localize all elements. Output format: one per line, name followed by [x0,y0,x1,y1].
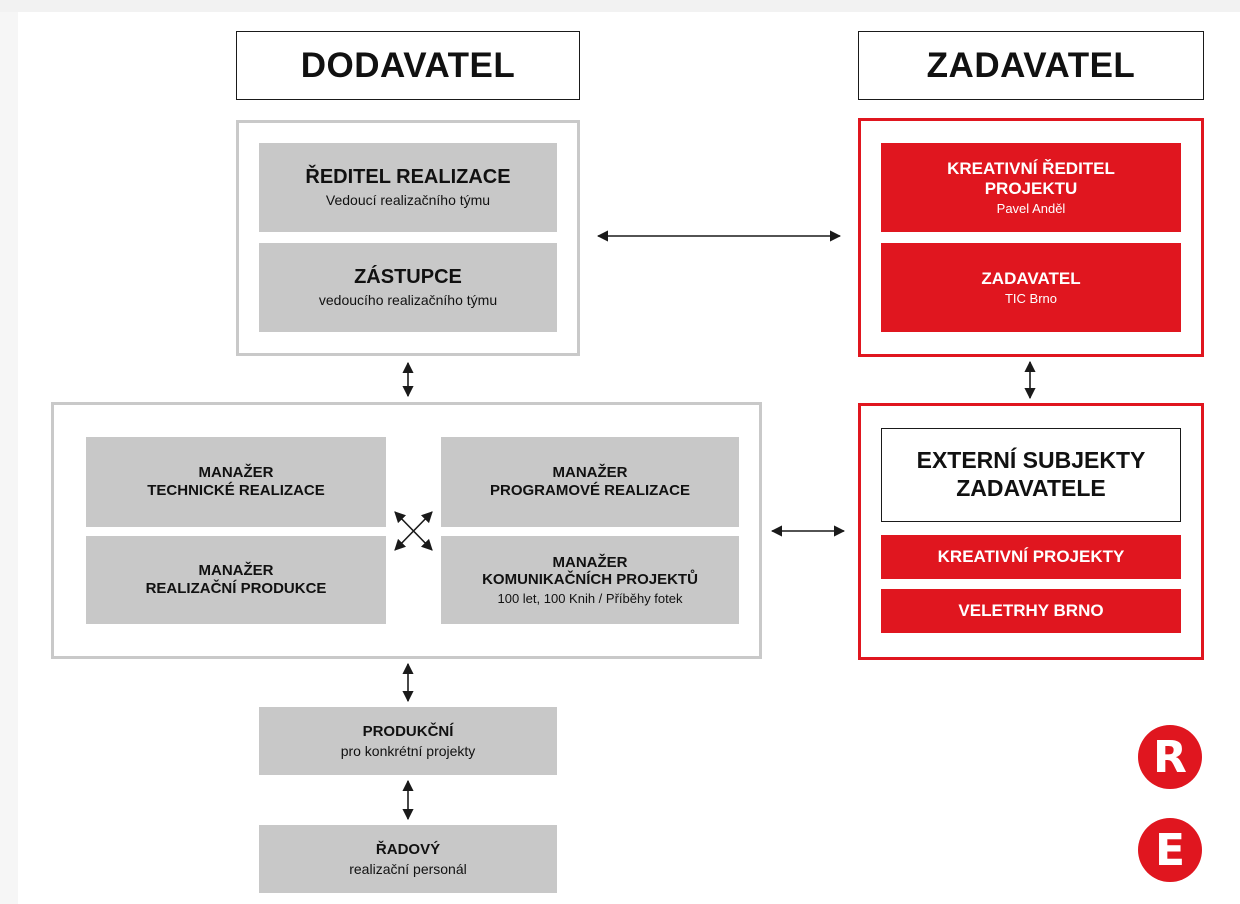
logo-r: R [1138,725,1202,789]
header-supplier: DODAVATEL [236,31,580,100]
creative-director-box: KREATIVNÍ ŘEDITEL PROJEKTU Pavel Anděl [881,143,1181,232]
creative-director-line2: PROJEKTU [984,178,1078,198]
manager-communication-line1: MANAŽER [552,553,628,571]
header-client-label: ZADAVATEL [926,45,1136,85]
logo-r-letter: R [1153,731,1187,783]
producer-subtitle: pro konkrétní projekty [340,742,476,759]
manager-technical-line2: TECHNICKÉ REALIZACE [147,482,325,499]
deputy-box: ZÁSTUPCE vedoucího realizačního týmu [259,243,557,332]
manager-program-box: MANAŽER PROGRAMOVÉ REALIZACE [441,437,739,527]
manager-production-line2: REALIZAČNÍ PRODUKCE [145,580,327,597]
creative-projects-box: KREATIVNÍ PROJEKTY [881,535,1181,579]
client-title: ZADAVATEL [981,268,1081,288]
left-strip [0,12,18,904]
logo-e-letter: E [1154,824,1186,876]
trade-fairs-label: VELETRHY BRNO [958,600,1104,620]
manager-communication-box: MANAŽER KOMUNIKAČNÍCH PROJEKTŮ 100 let, … [441,536,739,624]
staff-title: ŘADOVÝ [375,840,441,858]
client-subtitle: TIC Brno [1004,290,1057,306]
director-box: ŘEDITEL REALIZACE Vedoucí realizačního t… [259,143,557,232]
staff-subtitle: realizační personál [349,860,467,877]
manager-communication-line2: KOMUNIKAČNÍCH PROJEKTŮ [482,571,698,589]
creative-projects-label: KREATIVNÍ PROJEKTY [937,546,1125,566]
external-subjects-box: EXTERNÍ SUBJEKTY ZADAVATELE [881,428,1181,522]
producer-title: PRODUKČNÍ [362,722,454,740]
client-box: ZADAVATEL TIC Brno [881,243,1181,332]
manager-technical-box: MANAŽER TECHNICKÉ REALIZACE [86,437,386,527]
manager-production-box: MANAŽER REALIZAČNÍ PRODUKCE [86,536,386,624]
trade-fairs-box: VELETRHY BRNO [881,589,1181,633]
creative-director-line1: KREATIVNÍ ŘEDITEL [947,158,1115,178]
deputy-title: ZÁSTUPCE [354,266,462,289]
top-strip [0,0,1240,12]
deputy-subtitle: vedoucího realizačního týmu [318,292,498,309]
manager-program-line1: MANAŽER [552,464,628,482]
director-subtitle: Vedoucí realizačního týmu [325,192,491,209]
creative-director-name: Pavel Anděl [996,200,1066,216]
producer-box: PRODUKČNÍ pro konkrétní projekty [259,707,557,775]
staff-box: ŘADOVÝ realizační personál [259,825,557,893]
header-supplier-label: DODAVATEL [300,45,516,85]
director-title: ŘEDITEL REALIZACE [305,166,511,189]
manager-communication-subtitle: 100 let, 100 Knih / Příběhy fotek [497,591,683,607]
external-subjects-line2: ZADAVATELE [956,475,1106,501]
manager-production-line1: MANAŽER [198,562,274,580]
logo-e: E [1138,818,1202,882]
manager-technical-line1: MANAŽER [198,464,274,482]
external-subjects-line1: EXTERNÍ SUBJEKTY [916,447,1146,474]
manager-program-line2: PROGRAMOVÉ REALIZACE [489,482,690,499]
header-client: ZADAVATEL [858,31,1204,100]
